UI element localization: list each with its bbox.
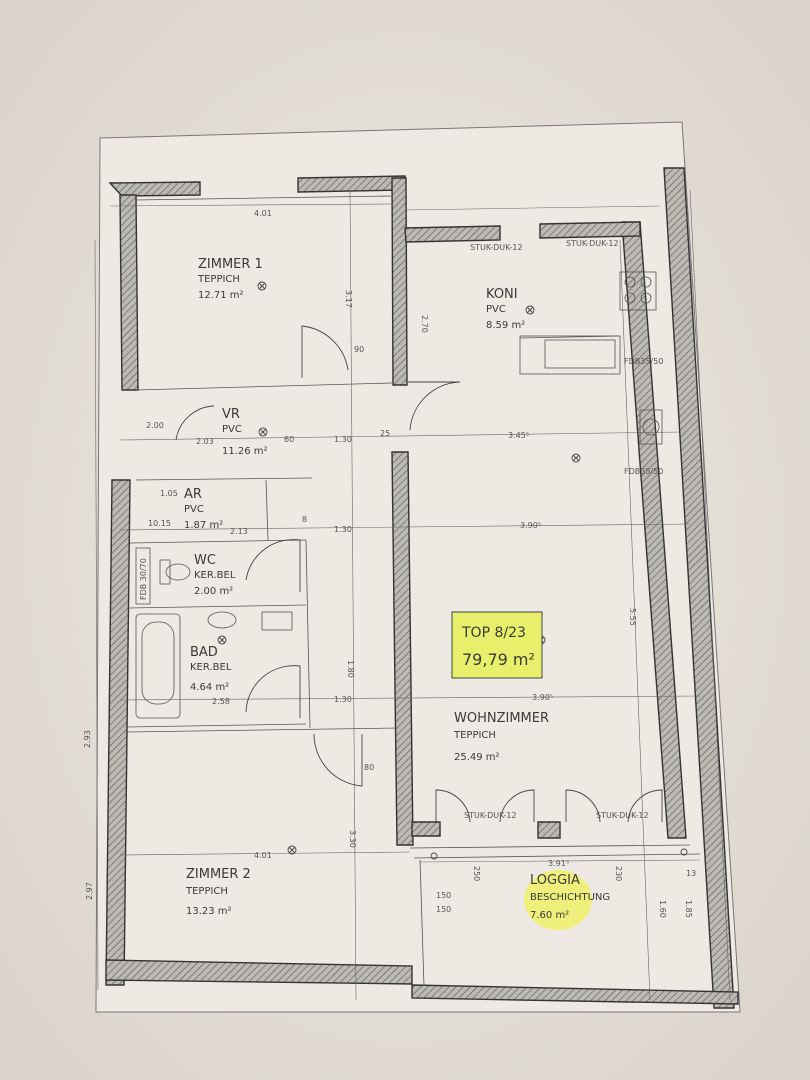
dim-105: 1.05 (160, 489, 178, 498)
room-koni-area: 8.59 m² (486, 320, 525, 331)
dimension-lines (94, 189, 731, 1001)
room-zimmer2-area: 13.23 m² (186, 906, 232, 917)
room-labels: ZIMMER 1 TEPPICH 12.71 m² KONI PVC 8.59 … (184, 257, 610, 921)
room-ar-name: AR (184, 487, 202, 502)
room-bad-name: BAD (190, 645, 218, 660)
dim-555: 5.55 (628, 608, 637, 626)
sheet-frame (95, 121, 741, 1013)
note-stuk-d: STUK-DUK-12 (566, 239, 619, 248)
dim-330: 3.30 (348, 830, 357, 848)
dim-390a: 3.90⁵ (520, 521, 541, 530)
doors (175, 325, 663, 823)
room-zimmer1-floor: TEPPICH (197, 274, 240, 285)
dim-1015: 10.15 (148, 519, 171, 528)
room-ar-floor: PVC (184, 504, 204, 515)
note-stuk-b: STUK-DUK-12 (596, 811, 649, 820)
inner-walls (125, 195, 701, 987)
dim-203: 2.03 (196, 437, 214, 446)
dim-293: 2.93 (83, 730, 92, 748)
dim-180: 1.80 (346, 660, 355, 678)
room-zimmer1-area: 12.71 m² (198, 290, 244, 301)
room-zimmer2-floor: TEPPICH (185, 886, 228, 897)
loggia-highlight (524, 870, 592, 930)
light-symbols (217, 281, 688, 860)
room-vr-name: VR (222, 407, 240, 422)
dim-401-bot: 4.01 (254, 851, 272, 860)
dim-230: 230 (614, 866, 623, 881)
dim-345: 3.45⁵ (508, 431, 529, 440)
note-fdb1: FDB35/50 (624, 357, 663, 366)
dim-130a: 1.30 (334, 435, 352, 444)
room-loggia-area: 7.60 m² (530, 910, 569, 921)
room-ar-area: 1.87 m² (184, 520, 223, 531)
dim-213: 2.13 (230, 527, 248, 536)
top-label-area: 79,79 m² (462, 650, 535, 669)
dim-258: 2.58 (212, 697, 230, 706)
dim-200: 2.00 (146, 421, 164, 430)
note-stuk-a: STUK-DUK-12 (464, 811, 517, 820)
room-wc-area: 2.00 m² (194, 586, 233, 597)
dim-390b: 3.90⁵ (532, 693, 553, 702)
room-bad-floor: KER.BEL (190, 662, 232, 673)
note-fdb2: FDB35/50 (624, 467, 663, 476)
dim-130b: 1.30 (334, 525, 352, 534)
room-wohnzimmer-floor: TEPPICH (453, 730, 496, 741)
dim-317: 3.17 (344, 290, 353, 308)
dim-250: 250 (472, 866, 481, 881)
room-bad-area: 4.64 m² (190, 682, 229, 693)
room-loggia-floor: BESCHICHTUNG (530, 892, 610, 903)
room-wc-name: WC (194, 553, 216, 568)
top-label-highlight (451, 611, 543, 679)
room-koni-name: KONI (486, 287, 518, 302)
dim-80: 80 (364, 763, 374, 772)
room-wohnzimmer-name: WOHNZIMMER (454, 711, 549, 726)
dim-8: 8 (302, 515, 307, 524)
dim-391: 3.91⁵ (548, 859, 569, 868)
room-zimmer1-name: ZIMMER 1 (198, 257, 263, 272)
dim-13: 13 (686, 869, 696, 878)
note-fdb3: FDB 30/70 (139, 558, 148, 600)
dim-150b: 150 (436, 905, 451, 914)
dim-297: 2.97 (85, 882, 94, 900)
room-wohnzimmer-area: 25.49 m² (454, 752, 500, 763)
dim-90: 90 (354, 345, 364, 354)
outer-walls (105, 167, 739, 1009)
dim-401-top: 4.01 (254, 209, 272, 218)
top-label-name: TOP 8/23 (461, 625, 526, 641)
dimension-labels: 4.01 3.17 3.45⁵ 3.90⁵ 3.90⁵ 4.01 3.91⁵ 5… (83, 209, 696, 918)
dim-185: 1.85 (684, 900, 693, 918)
dim-130c: 1.30 (334, 695, 352, 704)
dim-150a: 150 (436, 891, 451, 900)
dim-270: 2.70 (420, 315, 429, 333)
dim-25: 25 (380, 429, 390, 438)
dim-60: 60 (284, 435, 294, 444)
room-vr-floor: PVC (222, 424, 242, 435)
room-loggia-name: LOGGIA (530, 873, 580, 888)
room-wc-floor: KER.BEL (194, 570, 236, 581)
room-vr-area: 11.26 m² (222, 446, 268, 457)
room-koni-floor: PVC (486, 304, 506, 315)
room-zimmer2-name: ZIMMER 2 (186, 867, 251, 882)
note-stuk-c: STUK-DUK-12 (470, 243, 523, 252)
annotation-notes: STUK-DUK-12 STUK-DUK-12 STUK-DUK-12 STUK… (139, 239, 663, 820)
dim-160: 1.60 (658, 900, 667, 918)
